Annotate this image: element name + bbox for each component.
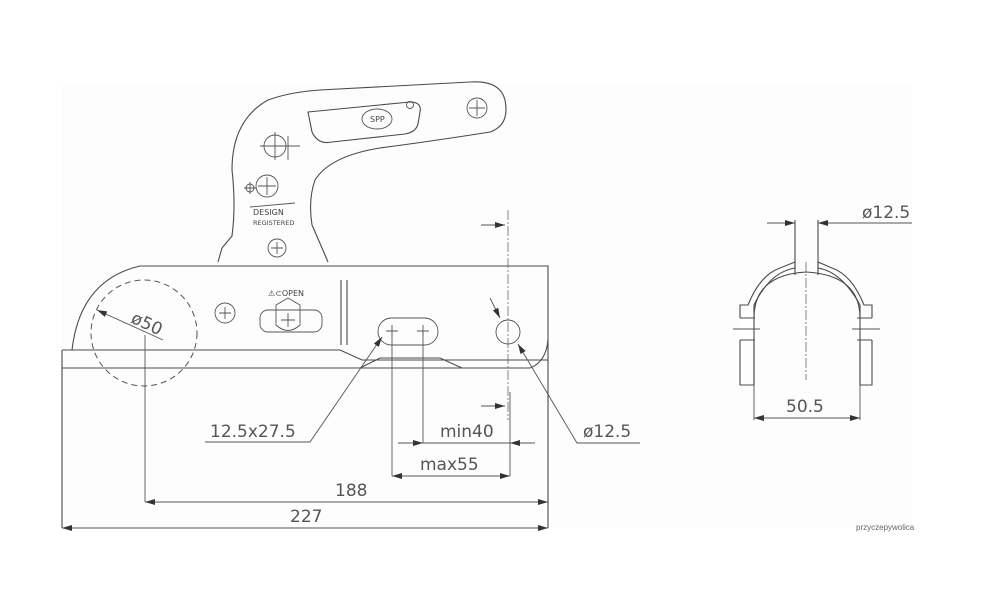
latch-icon [259,309,323,333]
max55-label: max55 [420,455,479,475]
open-label: ⚠⊂OPEN [268,289,304,298]
handle-pivot-hole-icon [466,97,488,119]
drawing-area [62,85,912,528]
ball-outline [90,279,198,387]
slot-size-label: 12.5x27.5 [210,422,296,442]
handle: SPP DESIGN REGISTERED [217,81,507,263]
section-view: ø12.5 50.5 [733,203,912,421]
registered-label: REGISTERED [253,219,294,227]
brand-logo-icon [361,108,393,130]
registered-mark-icon [406,101,414,109]
watermark: przyczepywolica [856,523,915,532]
brand-logo-text: SPP [370,115,385,124]
dimensions: ø50 188 227 min40 max55 12.5x27.5 ø12.5 [62,210,640,531]
min40-label: min40 [440,422,494,442]
rivet-hole-icon [255,174,279,198]
design-label: DESIGN [253,208,284,217]
hole-diameter-label: ø12.5 [583,422,631,442]
section-width-label: 50.5 [786,397,824,417]
length-188-label: 188 [335,481,367,501]
length-227-label: 227 [290,507,322,527]
coupling-body: ⚠⊂OPEN [61,265,549,528]
section-hole-diameter-label: ø12.5 [862,203,910,223]
slot-icon [377,317,439,346]
